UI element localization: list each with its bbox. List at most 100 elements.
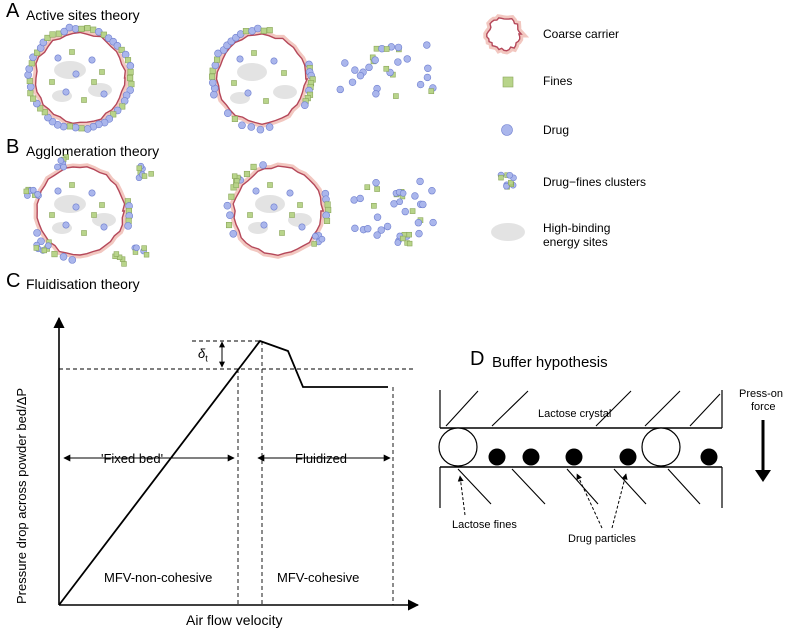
drug-particle [341, 59, 349, 67]
fines-particle [409, 208, 416, 214]
drug-particle [236, 55, 244, 63]
fines-pointer [457, 475, 466, 516]
drug-particle [65, 23, 74, 32]
drug-particle [210, 90, 218, 99]
fines-particle [91, 79, 97, 85]
fines-particle [69, 182, 75, 188]
drug-particle [336, 85, 344, 94]
drug-particle [223, 201, 232, 210]
buffer-diagram [438, 390, 771, 529]
drug-particle [226, 211, 234, 220]
drug-particle [44, 242, 52, 249]
fines-particle [49, 212, 55, 218]
fines-particle [26, 77, 33, 85]
fines-particle [44, 34, 51, 41]
drug-particle [373, 213, 382, 221]
drug-particle [68, 256, 77, 264]
drug-particle [44, 113, 52, 122]
drug-particle [300, 101, 309, 110]
drug-particle [126, 86, 135, 94]
drug-particle [415, 229, 423, 238]
fines-particle [247, 212, 253, 218]
fines-particle [30, 95, 37, 102]
delta-symbol: δ [198, 346, 206, 361]
fines-particle [49, 79, 55, 85]
fines-particle [99, 69, 105, 75]
fines-particle [78, 25, 85, 32]
drug-particle [124, 222, 132, 230]
fines-particle [267, 182, 273, 188]
fines-particle [69, 49, 75, 55]
drug-particle [356, 194, 364, 203]
fines-particle [121, 261, 127, 267]
bottom-crystal-hatching [457, 468, 701, 505]
drug-particle [60, 163, 67, 171]
fines-particle [28, 60, 35, 67]
binding-site [230, 92, 250, 104]
fines-particle [231, 80, 237, 86]
lactose-fine-particle [438, 427, 478, 467]
fines-particle [37, 105, 44, 112]
fluidisation-x-axis-label: Air flow velocity [186, 612, 283, 628]
fines-particle [324, 201, 331, 208]
drug-pointer-left [576, 473, 603, 529]
legend-drug-label: Drug [543, 123, 570, 137]
drug-particle [414, 219, 423, 227]
fines-particle [393, 93, 399, 99]
drug-particle [229, 229, 238, 238]
press-on-arrow-head [755, 470, 771, 482]
fines-particle [34, 49, 41, 56]
press-on-label-2: force [751, 401, 776, 413]
lactose-crystal-label: Lactose crystal [538, 408, 612, 420]
fines-particle [231, 115, 238, 122]
fines-particle [27, 90, 34, 97]
fines-particle [81, 97, 87, 103]
fines-particle [250, 163, 257, 170]
drug-particle [29, 186, 37, 194]
drug-particle [57, 157, 65, 164]
drug-particle [244, 89, 252, 97]
drug-particle [260, 221, 268, 229]
fines-particle [113, 251, 120, 257]
mfv-noncohesive-label: MFV-non-cohesive [104, 570, 213, 585]
drug-particle [223, 109, 232, 118]
drug-particle [286, 189, 294, 197]
drug-particle [322, 211, 331, 220]
drug-particle [252, 187, 260, 195]
drug-particle [416, 177, 424, 186]
drug-particle [423, 41, 431, 49]
drug-particle [424, 64, 432, 72]
drug-particle [372, 90, 380, 98]
drug-particle [259, 161, 267, 169]
fines-particle [228, 193, 235, 200]
fines-particle [100, 31, 107, 38]
drug-particle [88, 189, 96, 197]
fines-particle [406, 231, 412, 238]
particles-layer [23, 14, 530, 267]
fines-particle [118, 46, 125, 53]
drug-particle [364, 225, 372, 233]
fines-particle [119, 103, 126, 110]
drug-particle [318, 235, 326, 243]
panel-a-title: Active sites theory [26, 7, 140, 23]
drug-particle [54, 187, 62, 195]
drug-particle [565, 448, 583, 466]
fines-particle [209, 67, 216, 74]
binding-site [237, 63, 267, 81]
drug-particle [133, 244, 140, 252]
drug-particle [377, 226, 385, 234]
drug-particle [71, 24, 80, 33]
fines-particle [41, 109, 48, 116]
fines-particle [66, 123, 73, 130]
drug-particle [25, 65, 33, 73]
drug-particle [428, 187, 436, 195]
panel-b-title: Agglomeration theory [26, 143, 160, 159]
drug-particle [394, 58, 402, 66]
drug-particle [371, 56, 379, 64]
drug-particle [501, 124, 513, 136]
binding-site [491, 223, 525, 241]
drug-particle [247, 123, 256, 131]
fluidisation-graph [53, 316, 420, 611]
fines-particle [141, 173, 148, 179]
fines-particle [323, 217, 331, 224]
